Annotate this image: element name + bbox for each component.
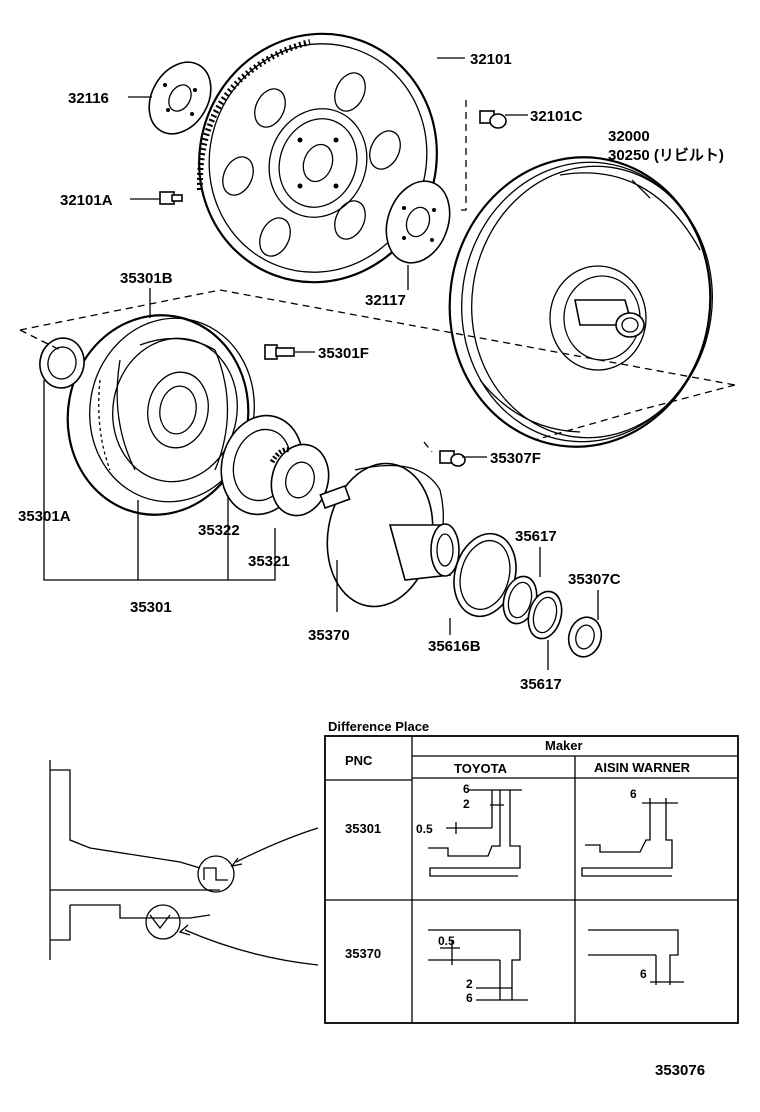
- bolt-32101A: [159, 191, 183, 205]
- label-35617-lower: 35617: [520, 676, 562, 693]
- label-35301F: 35301F: [318, 345, 369, 362]
- bolt-35301F: [264, 344, 295, 360]
- gasket-35616B: [453, 532, 517, 618]
- detail-35370-toyota: [428, 929, 528, 1001]
- difference-table: [324, 735, 739, 1024]
- label-30250: 30250 (リビルト): [608, 147, 724, 164]
- label-35307F: 35307F: [490, 450, 541, 467]
- bolt-32101C: [460, 100, 507, 211]
- dim-r2-toyota-05: 0.5: [438, 934, 455, 948]
- label-35321: 35321: [248, 553, 290, 570]
- seal-ring-35617-upper: [502, 575, 538, 625]
- spacer-32116: [148, 61, 212, 135]
- stator-shaft-35370: [319, 462, 460, 608]
- dim-r1-aisin-6: 6: [630, 787, 637, 801]
- label-32117: 32117: [365, 292, 406, 309]
- label-35307C: 35307C: [568, 571, 621, 588]
- plate-32117: [385, 180, 451, 264]
- dim-r1-toyota-2: 2: [463, 797, 470, 811]
- toyota-header: TOYOTA: [454, 761, 508, 776]
- label-35301B: 35301B: [120, 270, 173, 287]
- label-32116: 32116: [68, 90, 109, 107]
- label-35301A: 35301A: [18, 508, 71, 525]
- bolt-35307F: [423, 441, 466, 467]
- label-35616B: 35616B: [428, 638, 481, 655]
- label-35322: 35322: [198, 522, 240, 539]
- drive-plate-32101: [196, 32, 438, 284]
- pnc-row-2: 35370: [345, 946, 381, 961]
- diagram-number: 353076: [655, 1062, 705, 1079]
- label-35301: 35301: [130, 599, 172, 616]
- oil-seal-35307C: [567, 616, 603, 658]
- detail-35301-aisin: [581, 798, 678, 877]
- maker-header: Maker: [545, 738, 583, 753]
- dim-r1-toyota-6: 6: [463, 782, 470, 796]
- aisin-header: AISIN WARNER: [594, 760, 691, 775]
- pnc-header: PNC: [345, 753, 373, 768]
- detail-35370-aisin: [588, 929, 684, 985]
- dim-r2-toyota-2: 2: [466, 977, 473, 991]
- label-32101C: 32101C: [530, 108, 583, 125]
- label-35370: 35370: [308, 627, 350, 644]
- drive-gear-35321: [269, 443, 330, 517]
- label-32101A: 32101A: [60, 192, 113, 209]
- dim-r1-toyota-05: 0.5: [416, 822, 433, 836]
- dim-r2-aisin-6: 6: [640, 967, 647, 981]
- label-35617-upper: 35617: [515, 528, 557, 545]
- dim-r2-toyota-6: 6: [466, 991, 473, 1005]
- table-caption: Difference Place: [328, 719, 429, 734]
- label-32000: 32000: [608, 128, 650, 145]
- cross-section-sketch: [49, 760, 319, 966]
- label-32101: 32101: [470, 51, 512, 68]
- pnc-row-1: 35301: [345, 821, 381, 836]
- torque-converter-32000: [448, 156, 736, 448]
- seal-ring-35617-lower: [527, 590, 563, 640]
- leader-lines: [43, 57, 651, 670]
- detail-35301-toyota: [428, 789, 522, 877]
